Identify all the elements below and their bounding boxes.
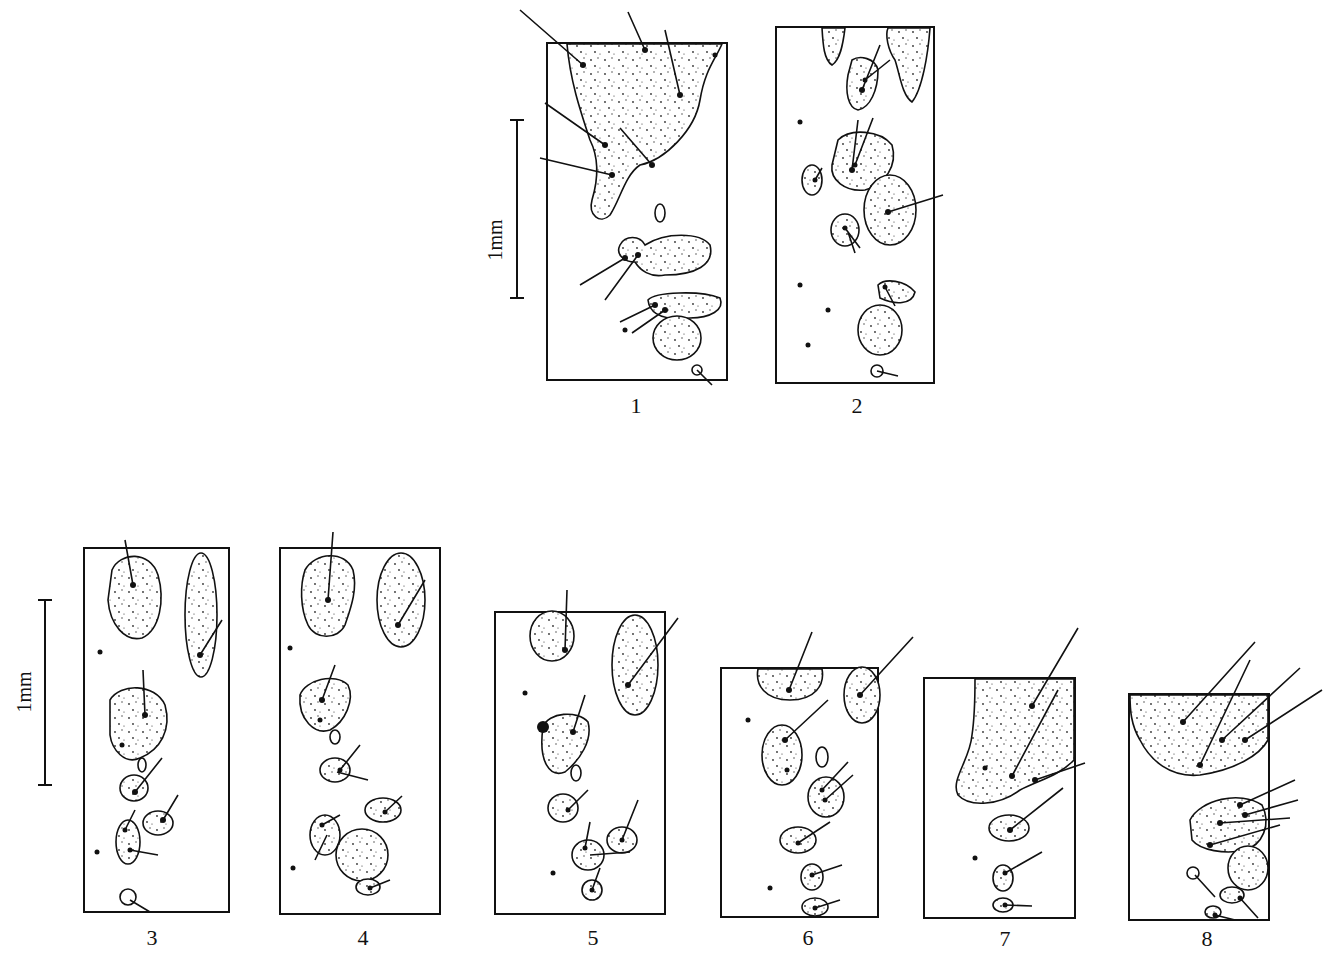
figure-number: 4 — [358, 927, 369, 949]
figure-number: 7 — [1000, 928, 1011, 950]
scale-label: 1mm — [485, 219, 505, 260]
specimen-panel — [721, 632, 913, 917]
specimen-panel — [84, 540, 229, 912]
specimen-panel — [520, 10, 727, 385]
scale-label: 1mm — [14, 671, 34, 712]
specimen-panel — [924, 628, 1085, 918]
figure-number: 1 — [631, 395, 642, 417]
specimen-panel — [495, 590, 678, 914]
figure-number: 5 — [588, 927, 599, 949]
figure-number: 8 — [1202, 928, 1213, 950]
specimen-panel — [776, 27, 943, 383]
figure-number: 2 — [852, 395, 863, 417]
specimen-panel — [280, 532, 440, 914]
specimen-panel — [1129, 642, 1322, 920]
figure-number: 6 — [803, 927, 814, 949]
figure-number: 3 — [147, 927, 158, 949]
